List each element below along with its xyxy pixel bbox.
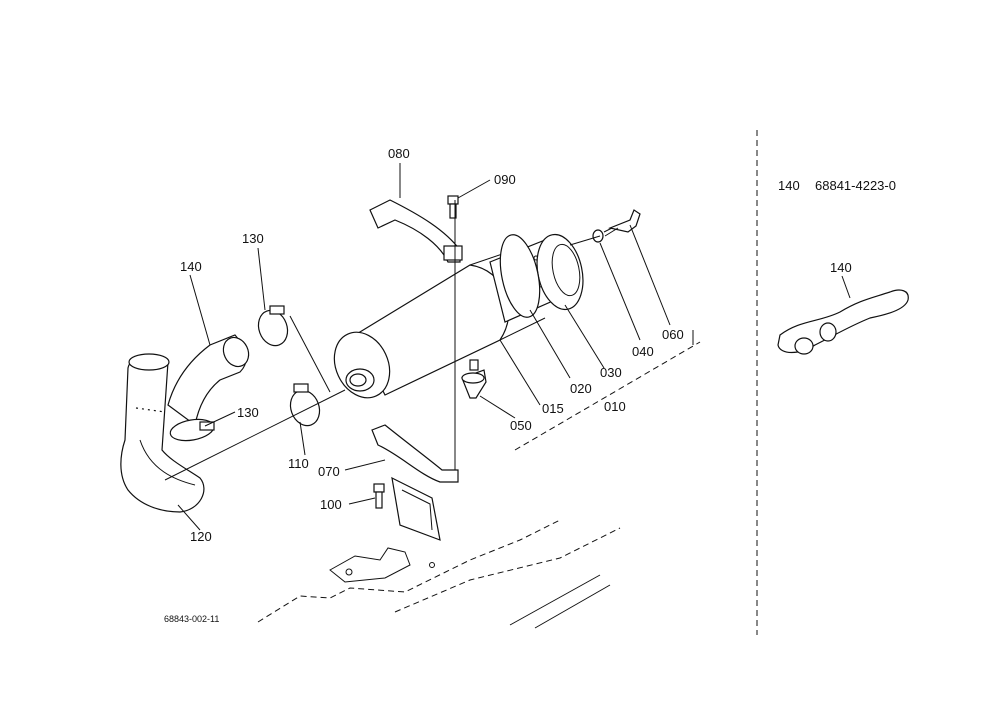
hose-clamp-130-lower xyxy=(169,418,215,442)
callout-010: 010 xyxy=(604,399,626,414)
inset-leader xyxy=(841,275,851,299)
wing-nut-060 xyxy=(603,209,641,233)
callout-030: 030 xyxy=(600,365,622,380)
engine-base-outline xyxy=(257,519,621,629)
inset-hose-140 xyxy=(777,289,909,354)
note-part-ref: 140 xyxy=(778,178,800,193)
bolt-100 xyxy=(373,483,385,509)
intake-pipe-120 xyxy=(120,353,205,513)
callout-120: 120 xyxy=(190,529,212,544)
part-note: 140 68841-4223-0 140 xyxy=(777,178,909,355)
mounting-band-080 xyxy=(369,199,463,263)
callout-110: 110 xyxy=(288,456,309,471)
hose-clamp-130-upper xyxy=(257,305,289,347)
callout-130-lower: 130 xyxy=(237,405,259,420)
gasket-020 xyxy=(499,234,541,318)
bolt-090 xyxy=(447,195,459,219)
note-part-number: 68841-4223-0 xyxy=(815,178,896,193)
callout-020: 020 xyxy=(570,381,592,396)
callout-070: 070 xyxy=(318,464,340,479)
inset-callout-140: 140 xyxy=(830,260,852,275)
callout-130-upper: 130 xyxy=(242,231,264,246)
callout-040: 040 xyxy=(632,344,654,359)
callout-050: 050 xyxy=(510,418,532,433)
dust-valve-050 xyxy=(461,359,487,399)
hose-140 xyxy=(167,334,250,427)
inset-hose-end-a xyxy=(819,322,837,342)
callout-labels: 080 090 130 140 130 110 070 100 120 050 … xyxy=(180,146,684,544)
assembly-axis-lines xyxy=(164,200,701,481)
mounting-band-070 xyxy=(371,424,459,541)
washer-040 xyxy=(592,229,604,243)
callout-090: 090 xyxy=(494,172,516,187)
callout-015: 015 xyxy=(542,401,564,416)
inset-hose-end-b xyxy=(794,337,814,355)
drawing-number: 68843-002-11 xyxy=(164,614,219,624)
callout-060: 060 xyxy=(662,327,684,342)
callout-100: 100 xyxy=(320,497,342,512)
callout-080: 080 xyxy=(388,146,410,161)
leader-lines xyxy=(177,163,671,531)
hose-clamp-110 xyxy=(289,383,321,427)
callout-140: 140 xyxy=(180,259,202,274)
